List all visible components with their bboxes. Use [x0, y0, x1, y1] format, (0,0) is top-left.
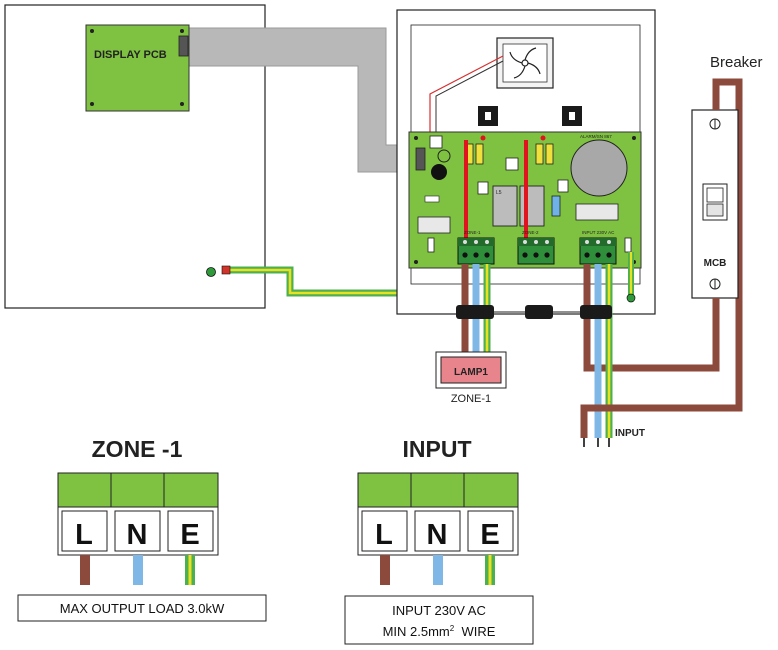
relay [519, 185, 545, 227]
input-note-line1: INPUT 230V AC [392, 603, 486, 618]
zone-terminal-n: N [127, 519, 148, 551]
pcb-mount-hole [90, 29, 94, 33]
input-terminal-l: L [375, 519, 393, 551]
zone-note-box [17, 594, 267, 622]
zone-note: MAX OUTPUT LOAD 3.0kW [60, 601, 225, 616]
input-note-line2: MIN 2.5mm2 WIRE [383, 624, 496, 639]
breaker-top-link [712, 78, 743, 92]
input-live-stub [380, 555, 390, 585]
buzzer [431, 164, 447, 180]
earth-ring-terminal [221, 265, 231, 275]
input-note-line2-sup: 2 [450, 624, 455, 633]
zone-terminal-e: E [180, 519, 199, 551]
pcb-mount-hole [180, 102, 184, 106]
display-pcb-label: DISPLAY PCB [94, 49, 167, 61]
pcb-mount-hole [180, 29, 184, 33]
relay [492, 185, 518, 227]
zone-neutral-stub [133, 555, 143, 585]
pcb-label-zone2: ZONE-2 [522, 230, 539, 235]
svg-text:L5: L5 [496, 190, 502, 196]
zone-terminal-l: L [75, 519, 93, 551]
input-block-title: INPUT [403, 436, 472, 462]
zone-live-stub [80, 555, 90, 585]
supply-live-wire [580, 92, 743, 438]
transformer [570, 139, 628, 197]
zone1-terminal-block [457, 237, 495, 265]
ferrite-input [580, 305, 612, 319]
input-note-line2-suffix: WIRE [454, 624, 495, 639]
ferrite-zone1 [456, 305, 494, 319]
fuse-pair [535, 143, 554, 165]
pcb-label-zone1: ZONE-1 [464, 230, 481, 235]
input-neutral-stub [433, 555, 443, 585]
zone-under-lamp: ZONE-1 [451, 393, 491, 405]
input-terminal-block [579, 237, 617, 265]
input-terminal-e: E [480, 519, 499, 551]
input-note-box [344, 595, 534, 645]
pcb-label-sn: ALARM/SN 867 [580, 134, 612, 139]
zone2-terminal-block [517, 237, 555, 265]
fan-cable [429, 55, 504, 135]
fan-icon [509, 47, 541, 79]
breaker-label: Breaker [710, 54, 763, 71]
mcb-label: MCB [704, 258, 727, 269]
earth-stud [206, 267, 216, 277]
input-note-line2-prefix: MIN 2.5mm [383, 624, 450, 639]
ribbon-connector [415, 147, 426, 171]
zone-terminal-block [57, 472, 219, 556]
display-pcb-connector [178, 35, 189, 57]
display-pcb [85, 24, 190, 112]
pcb-label-input: INPUT 230V AC [582, 230, 615, 235]
input-wire-label: INPUT [615, 428, 645, 439]
capacitor [551, 195, 561, 217]
pcb-mount-hole [90, 102, 94, 106]
lamp-label: LAMP1 [454, 367, 488, 378]
lamp [440, 356, 502, 384]
zone-block-title: ZONE -1 [92, 436, 183, 462]
ferrite-zone2 [525, 305, 553, 319]
input-terminal-n: N [427, 519, 448, 551]
